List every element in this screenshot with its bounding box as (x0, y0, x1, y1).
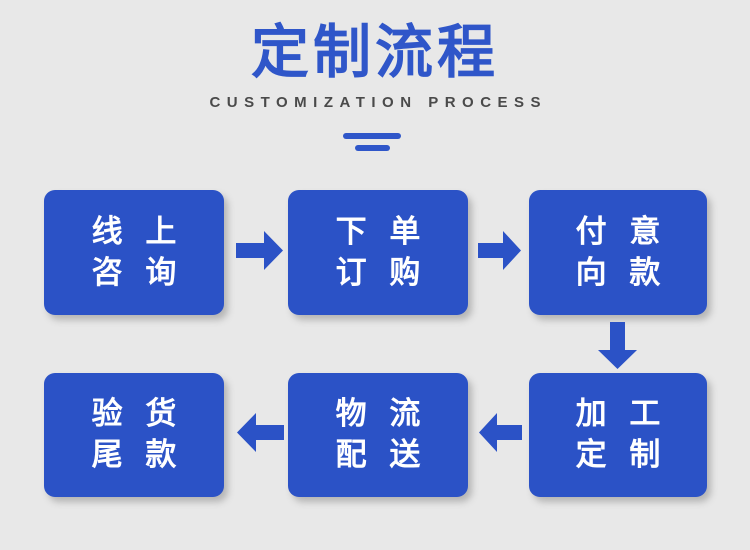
flow-step-4-line1: 加 工 (575, 396, 667, 433)
flow-step-6[interactable]: 验 货 尾 款 (44, 373, 224, 497)
flow-step-5[interactable]: 物 流 配 送 (288, 373, 468, 497)
flow-step-1-line2: 咨 询 (91, 254, 183, 291)
flow-step-6-line2: 尾 款 (91, 437, 183, 473)
flow-step-3-line2: 向 款 (575, 254, 667, 291)
arrow-right-icon (236, 228, 284, 273)
flow-step-1[interactable]: 线 上 咨 询 (44, 190, 224, 315)
arrow-left-icon (478, 410, 522, 455)
flow-step-2-line2: 订 购 (335, 254, 427, 291)
flow-step-2[interactable]: 下 单 订 购 (288, 190, 468, 315)
flow-step-2-line1: 下 单 (335, 213, 427, 250)
flow-step-1-line1: 线 上 (91, 213, 183, 250)
divider-bar-bottom (355, 145, 390, 151)
double-line-divider-icon (0, 133, 750, 159)
arrow-left-icon (236, 410, 284, 455)
flow-step-4-line2: 定 制 (575, 437, 667, 473)
flow-step-6-line1: 验 货 (91, 396, 183, 433)
flow-step-3[interactable]: 付 意 向 款 (529, 190, 707, 315)
divider-bar-top (343, 133, 401, 139)
flow-step-5-line1: 物 流 (335, 396, 427, 433)
arrow-right-icon (478, 228, 522, 273)
arrow-down-icon (595, 322, 640, 370)
flow-step-3-line1: 付 意 (575, 213, 667, 250)
page-subtitle: CUSTOMIZATION PROCESS (209, 93, 548, 111)
header: 定制流程 CUSTOMIZATION PROCESS (0, 0, 750, 111)
flow-step-5-line2: 配 送 (335, 437, 427, 473)
page-title: 定制流程 (250, 18, 499, 86)
flow-step-4[interactable]: 加 工 定 制 (529, 373, 707, 497)
